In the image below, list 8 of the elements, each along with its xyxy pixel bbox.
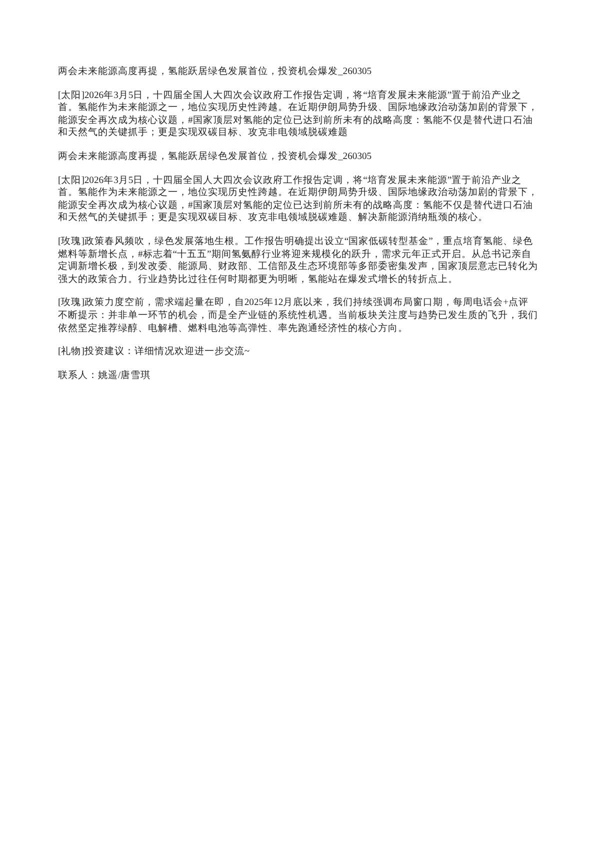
paragraph: [玫瑰]政策力度空前，需求端起量在即，自2025年12月底以来，我们持续强调布局窗口期，每周电话会+点评不断提示：并非单一环节的机会，而是全产业链的系统性机遇。当前板块关注度与趋势已发生质的飞升，我们依然坚定推荐绿醇、电解槽、燃料电池等高弹性、率先跑通经济性的核心方向。: [58, 297, 538, 336]
paragraph: [太阳]2026年3月5日，十四届全国人大四次会议政府工作报告定调，将“培育发展未来能源”置于前沿产业之首。氢能作为未来能源之一，地位实现历史性跨越。在近期伊朗局势升级、国际地缘政治动荡加剧的背景下，能源安全再次成为核心议题，#国家顶层对氢能的定位已达到前所未有的战略高度：氢能不仅是替代进口石油和天然气的关键抓手；更是实现双碳目标、攻克非电领域脱碳难题: [58, 90, 538, 140]
contact-line: 联系人：姚遥/唐雪琪: [58, 370, 152, 382]
paragraph: [玫瑰]政策春风频吹，绿色发展落地生根。工作报告明确提出设立“国家低碳转型基金”，重点培育氢能、绿色燃料等新增长点，#标志着“十五五”期间氢氨醇行业将迎来规模化的跃升，需求元年正式开启。从总书记亲自定调新增长极，到发改委、能源局、财政部、工信部及生态环境部等多部委密集发声，国家顶层意志已转化为强大的政策合力。行业趋势比过往任何时期都更为明晰，氢能站在爆发式增长的转折点上。: [58, 236, 538, 286]
headline: 两会未来能源高度再提，氢能跃居绿色发展首位，投资机会爆发_260305: [58, 150, 373, 164]
headline: 两会未来能源高度再提，氢能跃居绿色发展首位，投资机会爆发_260305: [58, 66, 373, 79]
paragraph: [礼物]投资建议：详细情况欢迎进一步交流~: [58, 346, 251, 359]
paragraph: [太阳]2026年3月5日，十四届全国人大四次会议政府工作报告定调，将“培育发展未来能源”置于前沿产业之首。氢能作为未来能源之一，地位实现历史性跨越。在近期伊朗局势升级、国际地缘政治动荡加剧的背景下，能源安全再次成为核心议题，#国家顶层对氢能的定位已达到前所未有的战略高度：氢能不仅是替代进口石油和天然气的关键抓手；更是实现双碳目标、攻克非电领域脱碳难题、解决新能源消纳瓶颈的核心。: [58, 174, 538, 225]
